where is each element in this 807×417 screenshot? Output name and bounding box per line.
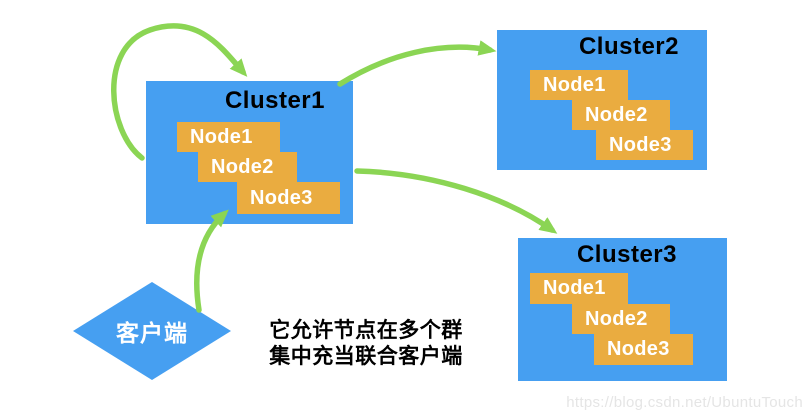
caption-line1: 它允许节点在多个群	[269, 319, 463, 342]
watermark: https://blog.csdn.net/UbuntuTouch	[566, 394, 803, 411]
cluster2-box: Cluster2 Node1 Node2 Node3	[497, 30, 707, 170]
arrow-cluster1-to-cluster3	[354, 168, 558, 234]
cluster1-node2: Node2	[198, 152, 297, 182]
cluster2-title: Cluster2	[578, 33, 679, 60]
cluster2-node2: Node2	[572, 100, 670, 130]
client-diamond: 客户端	[73, 282, 231, 380]
arrow-client-to-cluster1	[193, 209, 229, 313]
cluster1-node1: Node1	[177, 122, 280, 152]
cluster3-node1: Node1	[530, 273, 628, 304]
arrow-cluster1-to-cluster2	[337, 40, 497, 87]
cluster1-box: Cluster1 Node1 Node2 Node3	[146, 81, 353, 224]
caption: 它允许节点在多个群 集中充当联合客户端	[248, 318, 484, 370]
cluster1-node3: Node3	[237, 182, 340, 214]
cluster2-node1: Node1	[530, 70, 628, 100]
cluster3-node3: Node3	[594, 334, 693, 365]
cluster3-node2: Node2	[572, 304, 670, 334]
cluster3-title: Cluster3	[576, 241, 677, 268]
cluster3-box: Cluster3 Node1 Node2 Node3	[518, 238, 727, 381]
cluster2-node3: Node3	[596, 130, 693, 160]
caption-line2: 集中充当联合客户端	[269, 345, 463, 368]
client-label: 客户端	[116, 320, 188, 346]
cluster1-title: Cluster1	[224, 87, 325, 114]
